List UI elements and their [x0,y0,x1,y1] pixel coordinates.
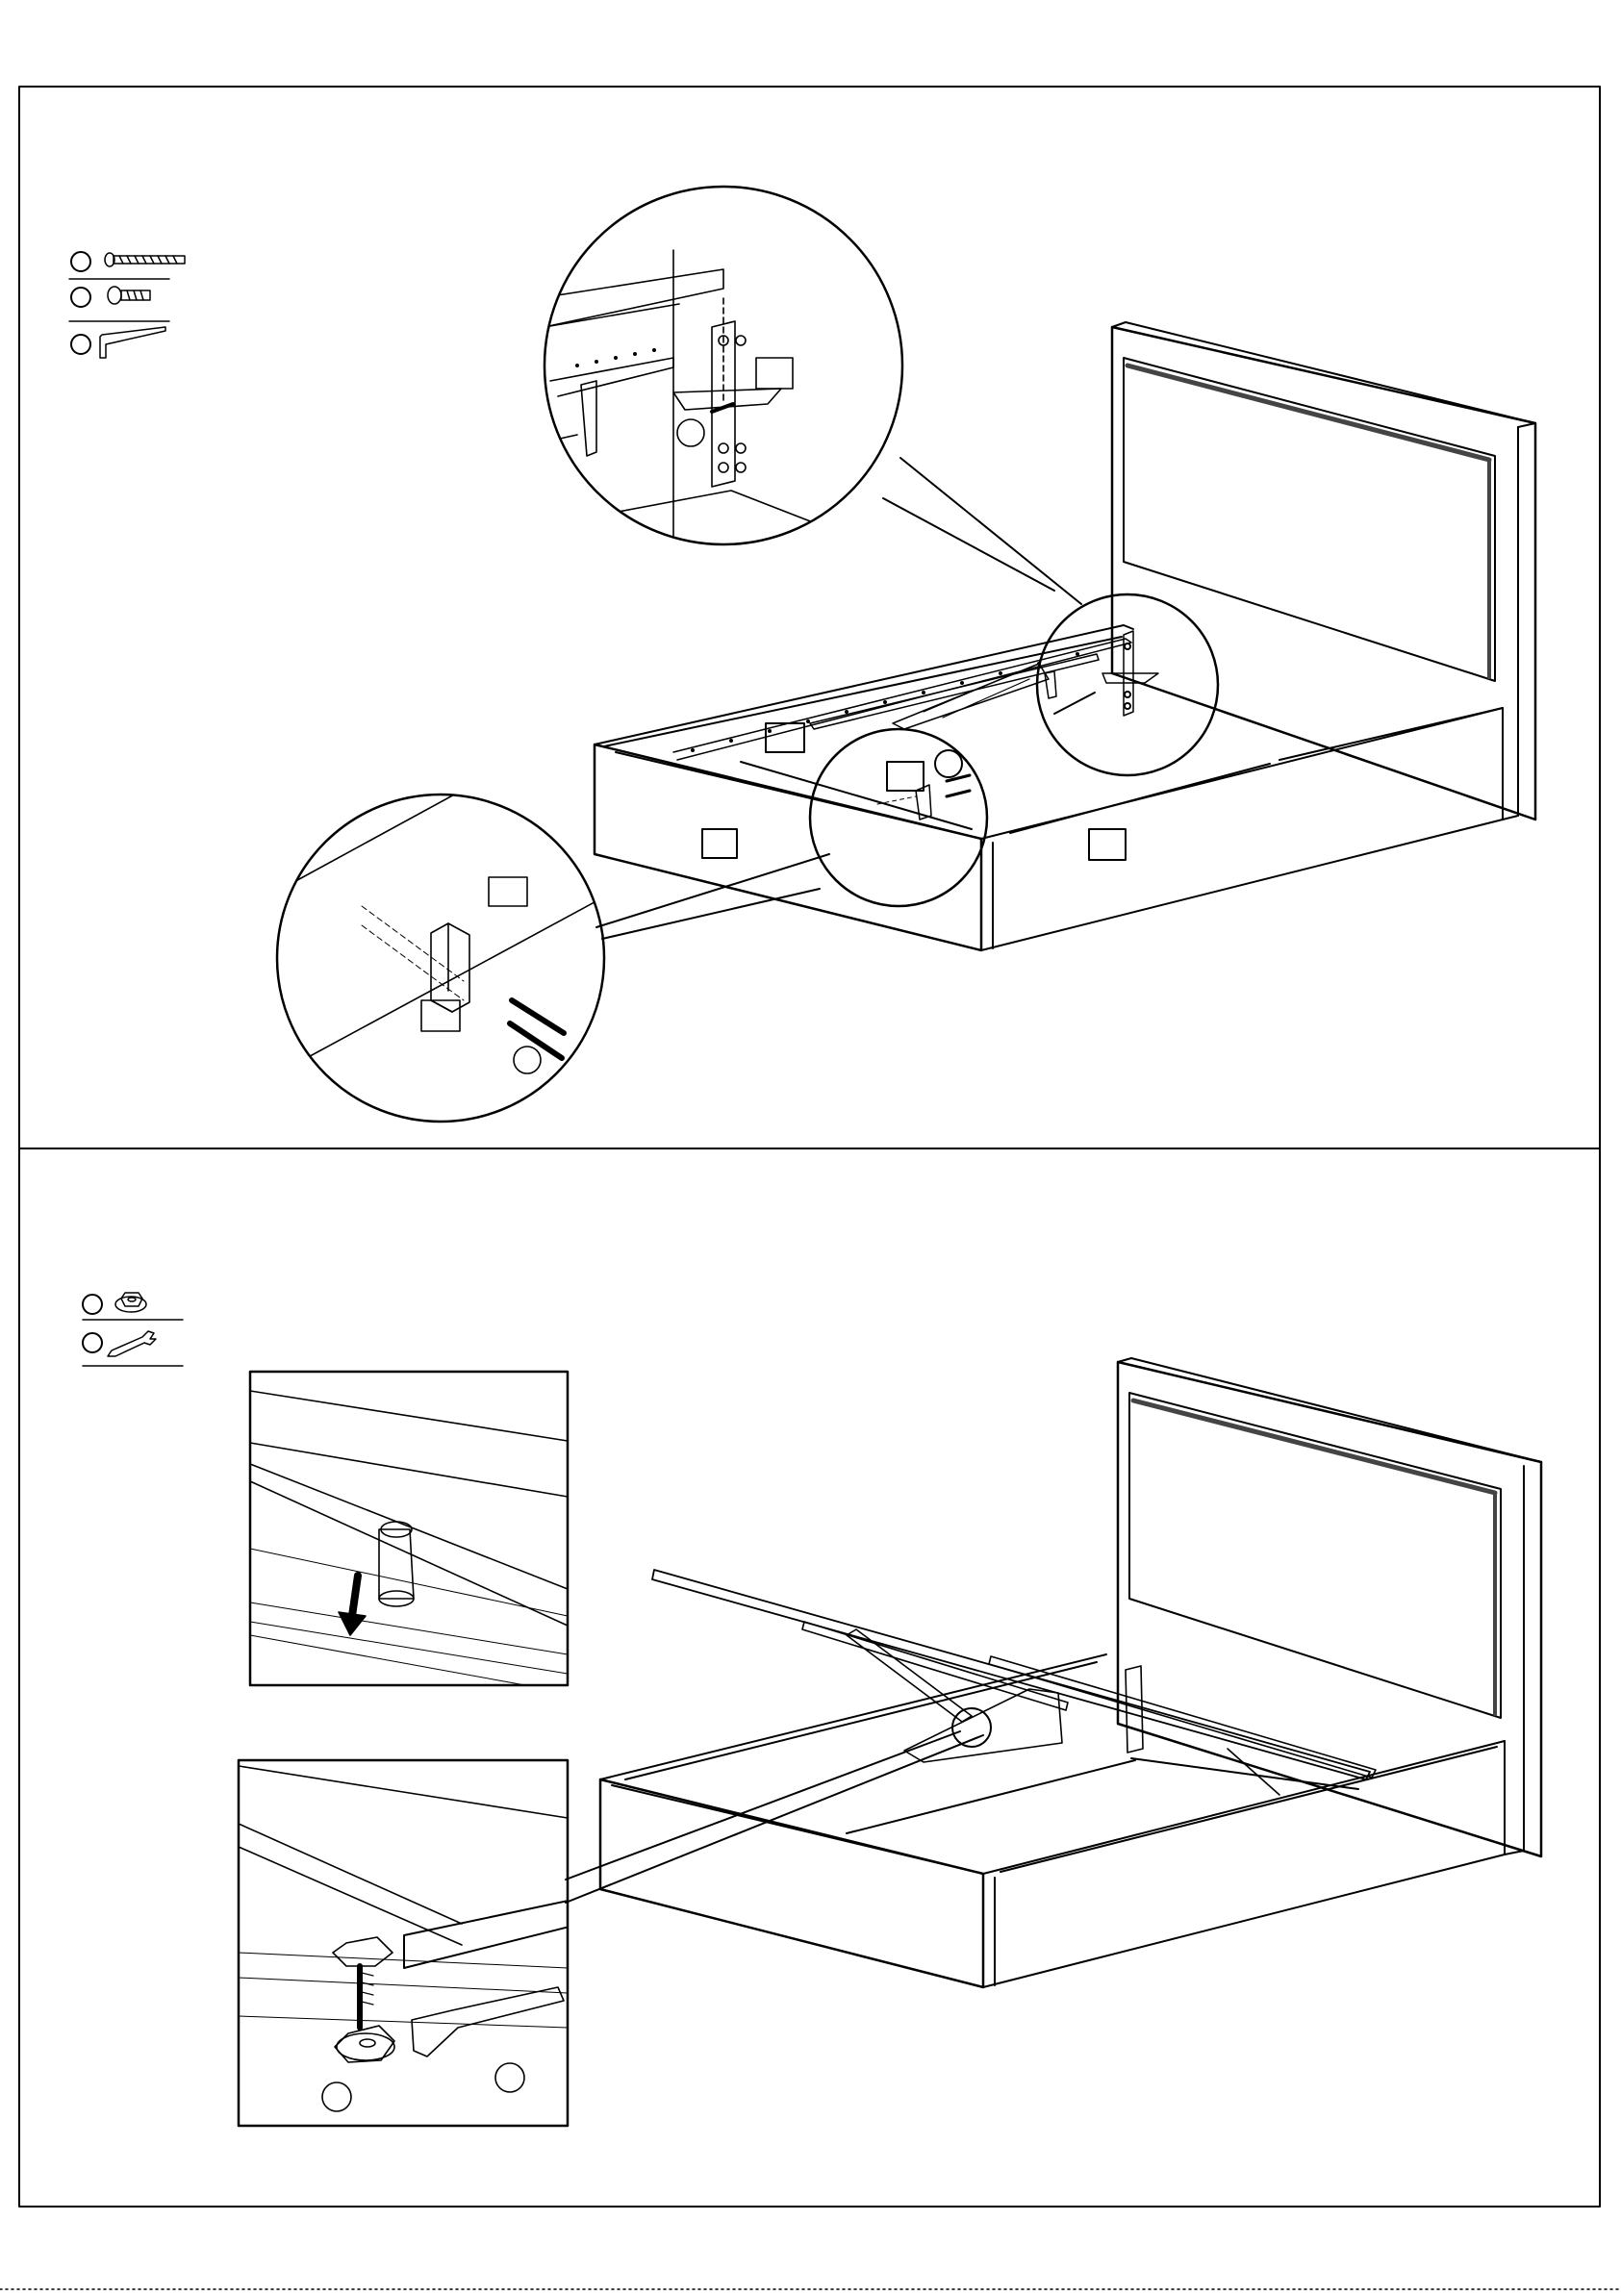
part-label-circle [935,750,962,777]
part-label-box [489,877,527,906]
part-label-circle [514,1047,541,1073]
part-label-circle [677,419,704,446]
step-2-panel [19,1148,1600,2207]
flange-nut-icon [115,1293,146,1312]
step-1-panel [19,87,1600,1148]
wrench-icon [108,1331,156,1356]
corner-bracket-detail [1037,594,1218,775]
headboard [1118,1358,1541,1856]
part-label-box [887,762,924,791]
part-label-box [756,358,793,389]
corner-bracket-zoom [539,187,1081,604]
part-circle-bolt [71,288,90,307]
part-label-circle [495,2063,524,2092]
leg-block-zoom [277,793,829,1122]
lifted-frame [652,1570,1370,1779]
screw-icon [105,253,185,266]
part-circle-screw [71,252,90,271]
allen-key-icon [100,327,165,358]
step-2-bed [566,1358,1541,1987]
part-label-box [702,829,737,858]
headboard [1112,322,1535,820]
strut-pin-detail [250,1372,568,1693]
nut-tightening-detail [239,1760,581,2126]
bolt-icon [108,287,150,304]
step-1-parts-list [69,252,185,358]
part-label-box [1089,829,1126,860]
part-label-circle [322,2082,351,2111]
part-circle-allen-key [71,335,90,354]
step-2-parts-list [83,1293,183,1366]
part-circle-flange-nut [83,1295,102,1314]
part-circle-wrench [83,1333,102,1352]
